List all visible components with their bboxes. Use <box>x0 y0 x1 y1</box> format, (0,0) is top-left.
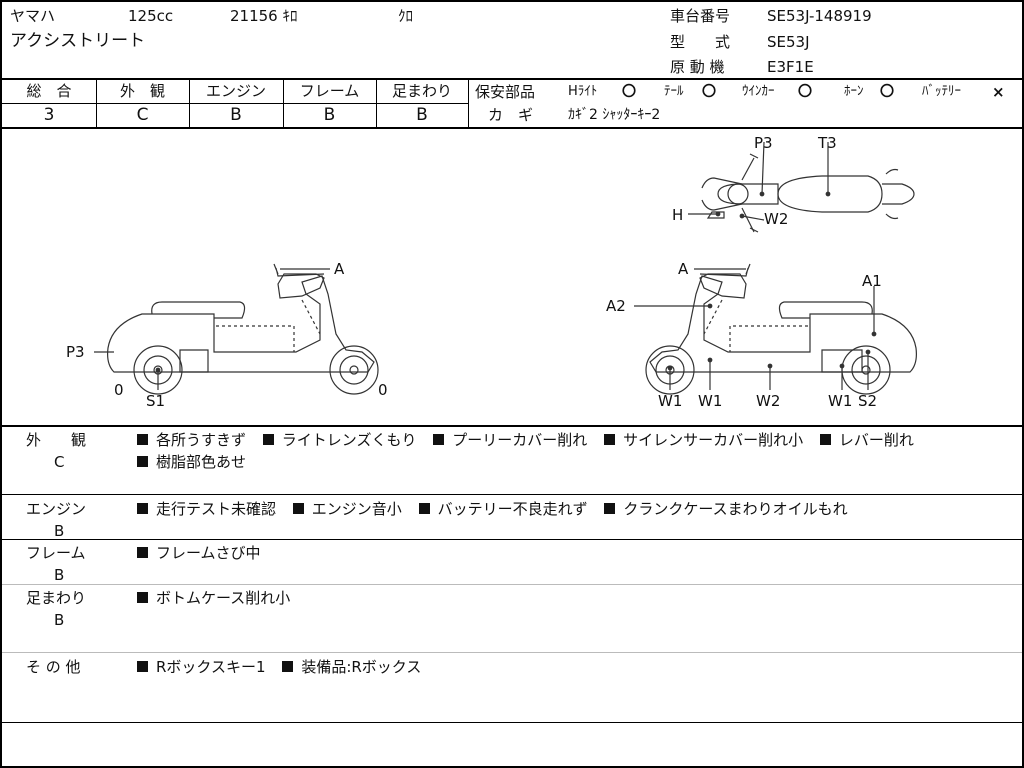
right-w1-mid-label: W1 <box>698 392 722 410</box>
divider <box>2 539 1022 540</box>
battery-status: × <box>992 83 1005 101</box>
exterior-note: プーリーカバー削れ <box>452 431 588 449</box>
frame-note: フレームさび中 <box>156 544 261 562</box>
top-t3-label: T3 <box>817 134 837 152</box>
engine-model-label: 原 動 機 <box>670 58 725 76</box>
notes-suspension-label: 足まわり <box>26 589 87 607</box>
engine-grade: B <box>230 105 242 125</box>
exterior-note: 各所うすきず <box>156 431 247 449</box>
suspension-notes-line: ボトムケース削れ小 <box>137 587 302 609</box>
right-w1-rear-label: W1 <box>828 392 852 410</box>
scooter-right-side <box>634 263 917 395</box>
horn-label: ﾎｰﾝ <box>844 84 864 99</box>
exterior-note: 樹脂部色あせ <box>156 453 247 471</box>
other-note: Rボックスキー1 <box>156 658 266 676</box>
suspension-note: ボトムケース削れ小 <box>156 589 291 607</box>
divider <box>2 652 1022 653</box>
overall-grade: 3 <box>43 105 55 125</box>
top-h-label: H <box>672 206 683 224</box>
engine-cc: 125cc <box>128 7 174 25</box>
left-zero-rear-label: 0 <box>114 381 124 399</box>
exterior-note: ライトレンズくもり <box>281 431 417 449</box>
damage-diagram: A P3 0 0 S1 <box>2 128 1022 426</box>
frame-notes-line: フレームさび中 <box>137 542 273 564</box>
headlight-status: 〇 <box>622 84 636 100</box>
divider <box>2 425 1022 427</box>
suspension-grade: B <box>416 105 428 125</box>
notes-frame-grade: B <box>54 566 65 584</box>
notes-other-label: そ の 他 <box>26 658 81 676</box>
right-w2-label: W2 <box>756 392 780 410</box>
notes-engine-label: エンジン <box>26 500 87 518</box>
left-a-label: A <box>334 260 345 278</box>
scooter-top-view <box>688 141 915 233</box>
right-w1-front-label: W1 <box>658 392 682 410</box>
frame-grade: B <box>323 105 336 125</box>
left-s1-label: S1 <box>146 392 165 410</box>
exterior-note: サイレンサーカバー削れ小 <box>623 431 804 449</box>
top-w2-label: W2 <box>764 210 788 228</box>
type-label: 型 式 <box>670 33 731 51</box>
divider <box>2 103 468 104</box>
exterior-label: 外 観 <box>119 82 165 100</box>
divider <box>468 79 469 127</box>
engine-note: クランクケースまわりオイルもれ <box>623 500 848 518</box>
divider <box>2 494 1022 495</box>
right-a2-label: A2 <box>606 297 626 315</box>
engine-note: エンジン音小 <box>311 500 402 518</box>
notes-suspension-grade: B <box>54 611 65 629</box>
suspension-grade-label: 足まわり <box>391 82 452 100</box>
exterior-note: レバー削れ <box>838 431 914 449</box>
horn-status: 〇 <box>880 84 894 100</box>
frame-no: SE53J-148919 <box>767 7 872 25</box>
safety-label: 保安部品 <box>475 83 536 101</box>
key-label: カ ギ <box>488 106 534 124</box>
exterior-notes-line1: 各所うすきず ライトレンズくもり プーリーカバー削れ サイレンサーカバー削れ小 … <box>137 429 926 451</box>
tail-label: ﾃｰﾙ <box>664 84 684 99</box>
right-s2-label: S2 <box>858 392 877 410</box>
divider <box>2 127 1022 129</box>
frame-grade-label: フレーム <box>299 82 360 100</box>
model-name: アクシストリート <box>10 31 146 51</box>
top-p3-label: P3 <box>754 134 773 152</box>
battery-label: ﾊﾞｯﾃﾘｰ <box>922 84 961 99</box>
divider <box>2 722 1022 723</box>
headlight-label: Hﾗｲﾄ <box>568 84 598 99</box>
notes-exterior-grade: C <box>54 453 65 471</box>
engine-note: 走行テスト未確認 <box>156 500 277 518</box>
divider <box>2 78 1022 80</box>
color: ｸﾛ <box>398 7 414 25</box>
scooter-left-side <box>94 263 379 395</box>
frame-no-label: 車台番号 <box>670 7 731 25</box>
right-a1-label: A1 <box>862 272 882 290</box>
maker: ヤマハ <box>10 7 56 25</box>
divider <box>2 584 1022 585</box>
notes-exterior-label: 外 観 <box>26 431 87 449</box>
engine-model-value: E3F1E <box>767 58 814 76</box>
engine-grade-label: エンジン <box>205 82 266 100</box>
winker-status: 〇 <box>798 84 812 100</box>
overall-label: 総 合 <box>26 82 72 100</box>
key-value: ｶｷﾞ2 ｼｬｯﾀｰｷｰ2 <box>568 107 661 123</box>
engine-note: バッテリー不良走れず <box>437 500 588 518</box>
notes-engine-grade: B <box>54 522 65 540</box>
mileage: 21156 ｷﾛ <box>230 7 298 25</box>
other-notes-line: Rボックスキー1 装備品:Rボックス <box>137 656 433 678</box>
other-note: 装備品:Rボックス <box>301 658 422 676</box>
exterior-notes-line2: 樹脂部色あせ <box>137 451 258 473</box>
type-value: SE53J <box>767 33 810 51</box>
left-zero-front-label: 0 <box>378 381 388 399</box>
engine-notes-line: 走行テスト未確認 エンジン音小 バッテリー不良走れず クランクケースまわりオイル… <box>137 498 860 520</box>
notes-frame-label: フレーム <box>26 544 86 562</box>
left-p3-label: P3 <box>66 343 85 361</box>
right-a-label: A <box>678 260 689 278</box>
exterior-grade: C <box>136 105 149 125</box>
winker-label: ｳｲﾝｶｰ <box>742 84 775 99</box>
tail-status: 〇 <box>702 84 716 100</box>
